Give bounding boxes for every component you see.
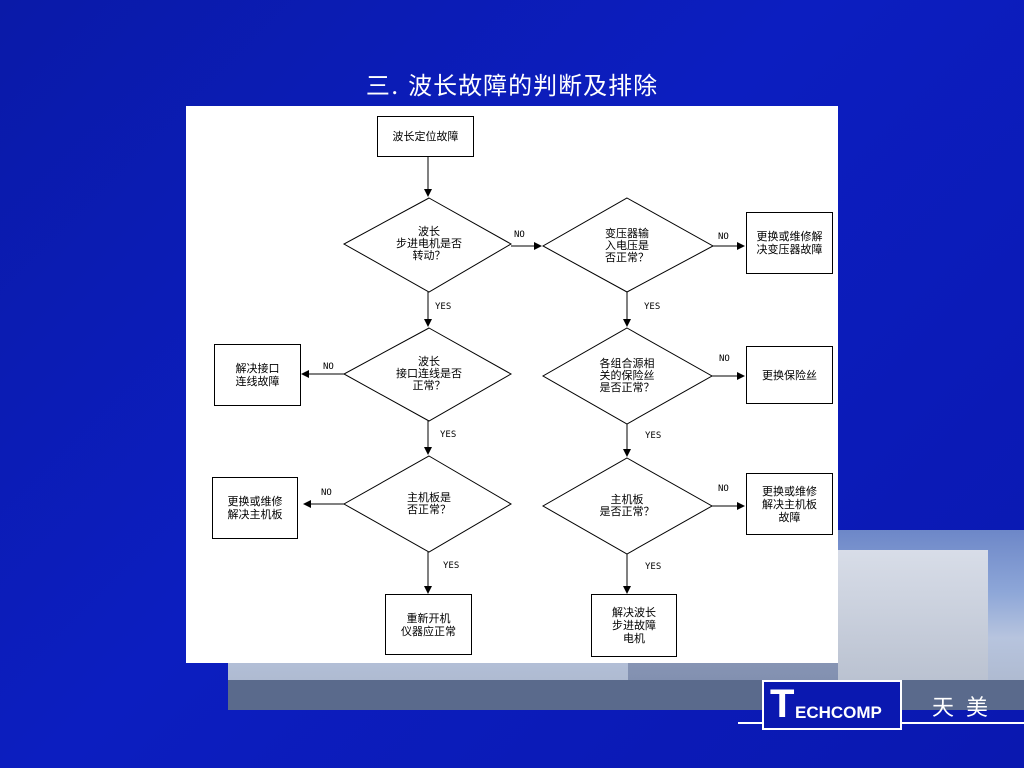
slide-title: 三. 波长故障的判断及排除	[365, 72, 659, 100]
no-label: NO	[719, 354, 730, 364]
no-label: NO	[718, 232, 729, 242]
yes-label: YES	[440, 430, 457, 440]
diamond-shape	[342, 455, 512, 553]
decision-motor-rotating: 波长 步进电机是否 转动？	[396, 225, 462, 262]
result-box-interface: 解决接口 连线故障	[214, 344, 301, 406]
flowchart-connectors	[301, 157, 745, 594]
logo-text: ECHCOMP	[795, 703, 882, 722]
yes-label: YES	[645, 562, 662, 572]
diamond-shape	[342, 327, 513, 422]
no-label: NO	[323, 362, 334, 372]
no-label: NO	[321, 488, 332, 498]
no-label: NO	[514, 230, 525, 240]
decision-transformer-voltage: 变压器输 入电压是 否正常？	[605, 227, 649, 264]
yes-label: YES	[645, 431, 662, 441]
result-box-mainboard-2: 更换或维修 解决主机板 故障	[746, 473, 833, 535]
result-box-motor: 解决波长 步进故障 电机	[591, 594, 677, 657]
logo-chinese: 天美	[932, 696, 1001, 721]
result-box-transformer: 更换或维修解 决变压器故障	[746, 212, 833, 274]
diamond-shape	[342, 197, 513, 293]
flowchart-canvas: 波长定位故障 解决接口 连线故障 更换或维修 解决主机板 重新开机 仪器应正常 …	[186, 106, 838, 663]
logo-letter-t: T	[770, 682, 795, 726]
start-box: 波长定位故障	[377, 116, 474, 157]
yes-label: YES	[443, 561, 460, 571]
result-box-fuse: 更换保险丝	[746, 346, 833, 404]
result-box-restart: 重新开机 仪器应正常	[385, 594, 472, 655]
decision-fuse: 各组合源相 关的保险丝 是否正常？	[599, 357, 655, 394]
decision-mainboard-2: 主机板 是否正常？	[599, 493, 655, 518]
yes-label: YES	[644, 302, 661, 312]
decision-mainboard: 主机板是 否正常？	[407, 491, 451, 516]
decision-interface-connection: 波长 接口连线是否 正常？	[396, 355, 462, 392]
techcomp-logo	[762, 680, 902, 730]
no-label: NO	[718, 484, 729, 494]
result-box-mainboard: 更换或维修 解决主机板	[212, 477, 298, 539]
yes-label: YES	[435, 302, 452, 312]
